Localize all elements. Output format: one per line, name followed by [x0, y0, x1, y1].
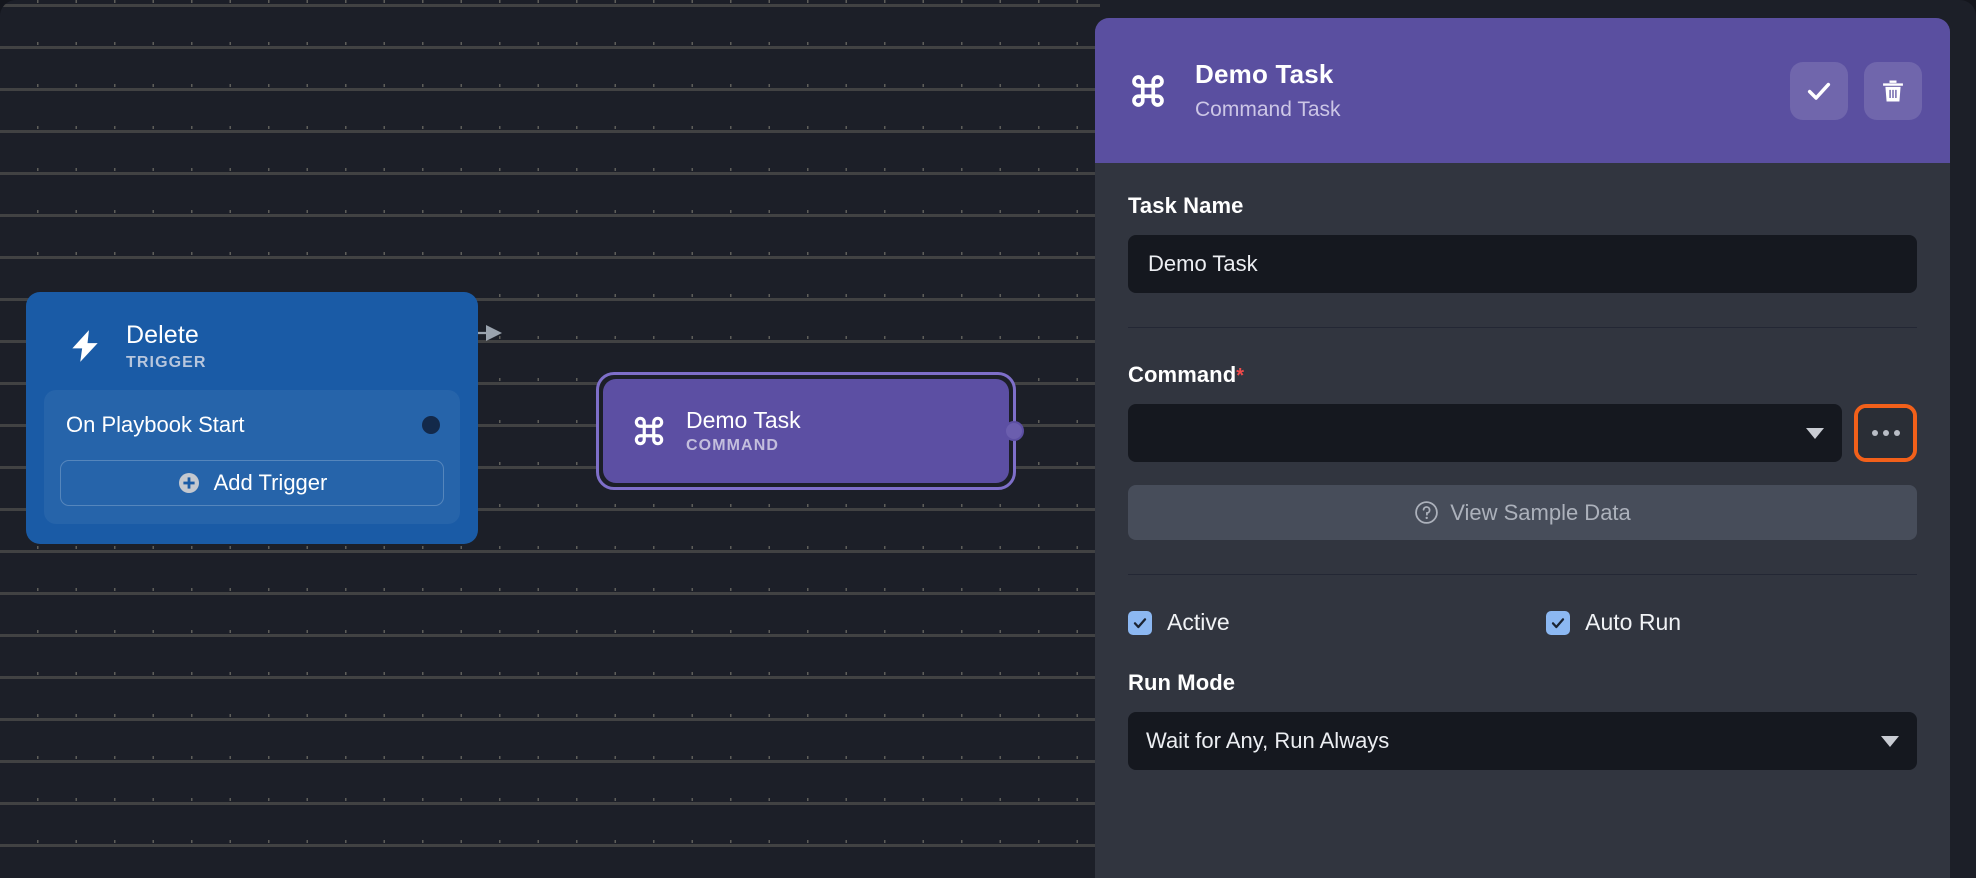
required-marker: *: [1236, 365, 1245, 387]
workflow-canvas[interactable]: Delete TRIGGER On Playbook Start Add Tri…: [0, 0, 1100, 878]
task-properties-panel: Demo Task Command Task Task Name: [1095, 18, 1950, 878]
section-divider: [1128, 574, 1917, 575]
ellipsis-icon-dot: [1871, 430, 1878, 436]
trigger-node-header: Delete TRIGGER: [44, 310, 460, 390]
view-sample-data-label: View Sample Data: [1450, 499, 1631, 525]
trash-icon: [1883, 80, 1903, 101]
trigger-node-body: On Playbook Start Add Trigger: [44, 390, 460, 525]
chevron-down-icon: [1806, 427, 1824, 439]
panel-header-actions: [1790, 61, 1922, 120]
lightning-bolt-icon: [72, 330, 98, 362]
command-select[interactable]: [1128, 404, 1842, 462]
panel-header-text: Demo Task Command Task: [1195, 59, 1790, 122]
trigger-output-port[interactable]: [422, 416, 440, 435]
question-circle-icon: [1415, 501, 1439, 524]
check-icon: [1807, 82, 1831, 100]
run-mode-value: Wait for Any, Run Always: [1146, 728, 1390, 753]
command-node-inner: Demo Task COMMAND: [603, 379, 1009, 483]
chevron-down-icon: [1881, 735, 1899, 747]
panel-subtitle: Command Task: [1195, 98, 1341, 121]
check-icon: [1133, 617, 1147, 628]
checkbox-box[interactable]: [1128, 610, 1152, 635]
panel-header: Demo Task Command Task: [1095, 18, 1950, 163]
command-node[interactable]: Demo Task COMMAND: [596, 372, 1024, 490]
view-sample-data-button[interactable]: View Sample Data: [1128, 485, 1917, 540]
command-label: Command*: [1128, 362, 1917, 388]
checkbox-box[interactable]: [1546, 610, 1571, 635]
checkbox-auto-run[interactable]: Auto Run: [1546, 609, 1681, 636]
panel-title: Demo Task: [1195, 59, 1334, 89]
trigger-node-titles: Delete TRIGGER: [126, 320, 207, 372]
toggles-row: Active Auto Run: [1128, 609, 1917, 636]
command-icon: [1132, 74, 1164, 107]
trigger-item-label: On Playbook Start: [66, 412, 245, 438]
command-icon: [634, 416, 664, 446]
section-divider: [1128, 327, 1917, 328]
trigger-item-on-playbook-start[interactable]: On Playbook Start: [60, 406, 444, 442]
task-name-input[interactable]: Demo Task: [1128, 235, 1917, 293]
trigger-node-title: Delete: [126, 321, 199, 349]
ellipsis-icon-dot: [1893, 430, 1900, 436]
trigger-node-subtitle: TRIGGER: [126, 354, 207, 372]
command-node-subtitle: COMMAND: [686, 437, 780, 455]
checkbox-active-label: Active: [1167, 609, 1230, 635]
run-mode-label: Run Mode: [1128, 670, 1236, 695]
delete-button[interactable]: [1864, 61, 1922, 120]
run-mode-select[interactable]: Wait for Any, Run Always: [1128, 712, 1917, 770]
command-more-highlight: [1854, 404, 1917, 462]
command-node-titles: Demo Task COMMAND: [686, 407, 801, 456]
command-node-title: Demo Task: [686, 406, 801, 433]
add-trigger-button[interactable]: Add Trigger: [60, 460, 444, 507]
panel-body: Task Name Demo Task Command*: [1095, 163, 1950, 770]
trigger-node[interactable]: Delete TRIGGER On Playbook Start Add Tri…: [26, 292, 478, 545]
save-button[interactable]: [1790, 61, 1848, 120]
check-icon: [1552, 617, 1565, 628]
command-output-port[interactable]: [1004, 421, 1024, 441]
command-label-text: Command: [1128, 362, 1237, 387]
checkbox-active[interactable]: Active: [1128, 609, 1546, 636]
add-trigger-label: Add Trigger: [213, 470, 328, 496]
task-name-label: Task Name: [1128, 193, 1244, 218]
command-more-button[interactable]: [1858, 408, 1913, 458]
plus-circle-icon: [178, 473, 199, 494]
ellipsis-icon-dot: [1882, 430, 1889, 436]
checkbox-auto-run-label: Auto Run: [1585, 609, 1682, 635]
command-select-row: [1128, 404, 1917, 462]
